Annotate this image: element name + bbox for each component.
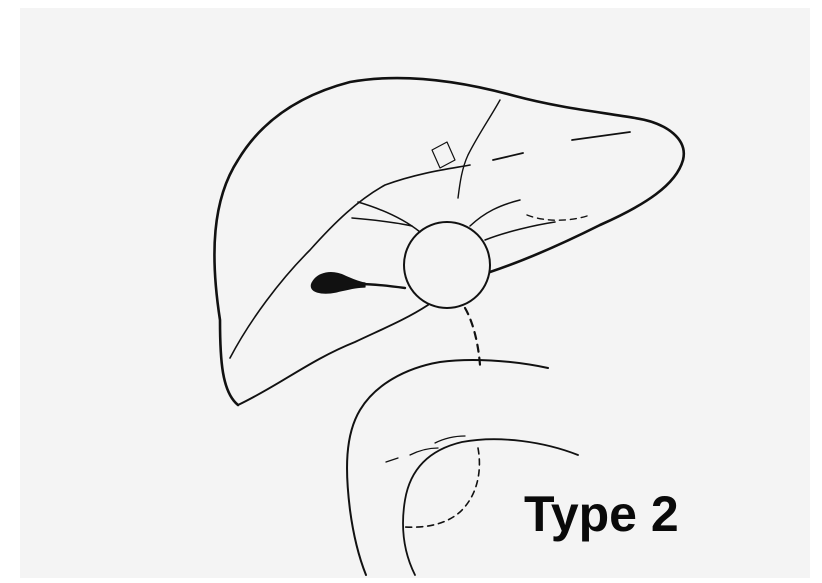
bile-duct-left-mid bbox=[352, 218, 412, 226]
bile-duct-left-upper bbox=[358, 202, 420, 232]
gallbladder bbox=[311, 273, 365, 293]
falciform-fissure bbox=[458, 100, 500, 198]
liver-inner-contour bbox=[230, 165, 470, 358]
liver-outline bbox=[214, 78, 683, 405]
fissure-notch bbox=[432, 142, 455, 168]
duodenum-outline bbox=[347, 360, 548, 575]
pancreatic-duct-dashed bbox=[405, 448, 479, 527]
type-label: Type 2 bbox=[524, 484, 679, 544]
bile-duct-right-dashed bbox=[527, 215, 590, 220]
bile-duct-right-mid bbox=[485, 222, 555, 240]
cystic-duct bbox=[360, 284, 405, 288]
upper-dash-2 bbox=[572, 132, 630, 140]
tumor-circle bbox=[404, 222, 490, 308]
common-bile-duct bbox=[465, 308, 480, 365]
liver-lower-border bbox=[238, 305, 428, 405]
pancreatic-branch-1 bbox=[386, 458, 398, 462]
upper-dash-1 bbox=[493, 153, 523, 160]
bile-duct-right-upper bbox=[470, 200, 520, 226]
